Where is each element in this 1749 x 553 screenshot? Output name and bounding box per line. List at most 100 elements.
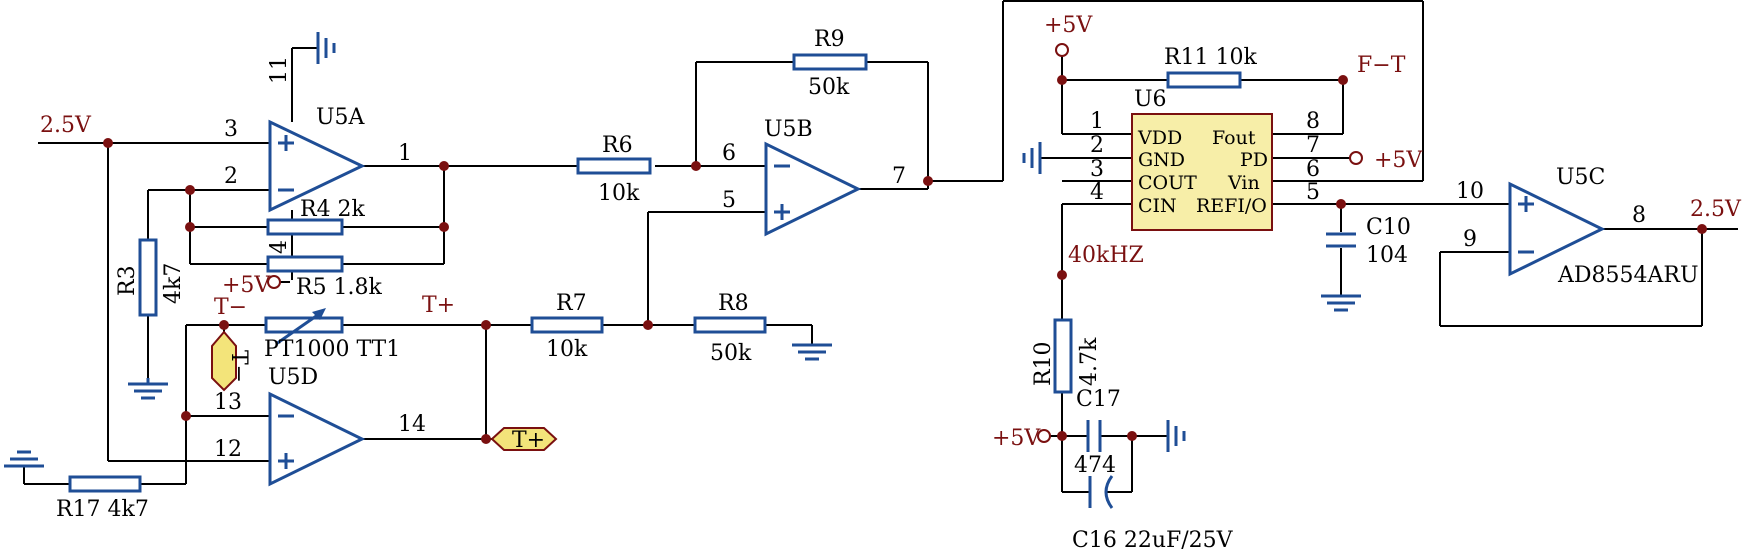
resistor-ref: R10	[1031, 341, 1056, 386]
resistor-ref: R9	[814, 27, 845, 52]
opamp-u5b	[764, 141, 862, 237]
resistor-ref: R6	[602, 133, 633, 158]
ic-u6-body	[1131, 113, 1273, 231]
net-label-5v-top: +5V	[1044, 13, 1093, 38]
power-terminal-icon	[1055, 43, 1069, 57]
net-label-t-minus: T−	[214, 295, 247, 320]
capacitor-c17	[1086, 420, 1102, 452]
capacitor-ref: C10	[1366, 215, 1411, 240]
junction-dot	[1057, 431, 1067, 441]
ic-pin-name: REFI/O	[1196, 195, 1267, 217]
capacitor-c16	[1088, 475, 1114, 509]
opamp-ref-u5c: U5C	[1556, 165, 1605, 190]
capacitor-value: 104	[1366, 243, 1408, 268]
capacitor-label: C16 22uF/25V	[1072, 528, 1234, 553]
ic-pin-number: 4	[1090, 180, 1104, 205]
net-flag-t-plus	[490, 427, 558, 451]
flag-text-t-plus: T+	[512, 428, 545, 453]
power-terminal-icon	[267, 275, 281, 289]
resistor-r9	[792, 53, 868, 71]
capacitor-ref: C17	[1076, 387, 1121, 412]
net-label-t-plus: T+	[422, 293, 455, 318]
junction-dot	[481, 434, 491, 444]
opamp-u5d	[268, 391, 366, 487]
ic-pin-name: CIN	[1138, 195, 1177, 217]
ic-pin-name: Vin	[1227, 172, 1260, 194]
labels: 2.5V 2.5V +5V +5V +5V +5V T− T+ F−T 40kH…	[40, 13, 1742, 553]
junction-dot	[185, 185, 195, 195]
junction-dot	[219, 320, 229, 330]
resistor-r8	[693, 316, 767, 334]
ground-icon	[4, 450, 44, 468]
junctions	[103, 75, 1707, 444]
resistor-value: 4k7	[161, 263, 186, 304]
flag-text-t-minus: T−	[226, 350, 251, 383]
resistor-label: R11 10k	[1164, 45, 1258, 70]
resistor-label: R4 2k	[300, 197, 366, 222]
ground-icon	[1166, 420, 1186, 452]
ground-icon	[1321, 294, 1361, 312]
net-label-5v-pd: +5V	[1374, 148, 1423, 173]
resistor-r17	[68, 475, 142, 493]
net-label-2v5-in: 2.5V	[40, 113, 92, 138]
power-terminal-icon	[1349, 151, 1363, 165]
junction-dot	[1057, 270, 1067, 280]
opamp-u5c	[1508, 181, 1606, 277]
net-label-40khz: 40kHZ	[1068, 243, 1144, 268]
pin-number: 6	[722, 141, 736, 166]
pin-number: 8	[1632, 203, 1646, 228]
pin-number: 3	[224, 117, 238, 142]
resistor-r6	[576, 157, 652, 175]
ic-pin-number: 3	[1090, 157, 1104, 182]
resistor-r7	[530, 316, 604, 334]
ground-icon	[1022, 142, 1042, 174]
wires	[23, 0, 1738, 493]
ic-pin-name: Fout	[1212, 127, 1256, 149]
pin-number: 2	[224, 164, 238, 189]
pin-number: 14	[398, 412, 426, 437]
ground-symbols	[4, 32, 1361, 468]
pin-number: 10	[1456, 179, 1484, 204]
junction-dot	[1336, 199, 1346, 209]
resistor-label: R17 4k7	[56, 497, 149, 522]
ground-icon	[316, 32, 336, 64]
junction-dot	[439, 222, 449, 232]
capacitor-value: 474	[1074, 453, 1116, 478]
resistor-r5	[266, 255, 344, 273]
net-label-2v5-out: 2.5V	[1690, 197, 1742, 222]
opamp-u5a	[268, 119, 366, 213]
junction-dot	[185, 222, 195, 232]
pin-number: 13	[214, 390, 242, 415]
power-terminals	[267, 43, 1363, 443]
junction-dot	[1057, 75, 1067, 85]
net-label-5v-c17: +5V	[992, 426, 1041, 451]
resistor-value: 10k	[546, 337, 588, 362]
resistor-value: 4.7k	[1077, 337, 1102, 386]
pin-number: 4	[267, 240, 292, 254]
junction-dot	[1338, 75, 1348, 85]
ground-icon	[792, 343, 832, 361]
resistor-value: 50k	[808, 75, 850, 100]
ic-pin-name: COUT	[1138, 172, 1197, 194]
ic-pin-number: 6	[1306, 157, 1320, 182]
ic-pin-name: PD	[1240, 149, 1268, 171]
resistor-ref: R3	[115, 265, 140, 296]
ic-pin-number: 5	[1306, 180, 1320, 205]
resistor-ref: R8	[718, 291, 749, 316]
ic-u6-left-pins: 1 VDD 2 GND 3 COUT 4 CIN	[1090, 109, 1197, 217]
junction-dot	[439, 161, 449, 171]
pin-number: 9	[1463, 227, 1477, 252]
pin-number: 11	[267, 56, 292, 84]
resistor-ref: R7	[556, 291, 587, 316]
opamp-ref-u5d: U5D	[268, 365, 318, 390]
resistor-r4	[266, 218, 344, 236]
pin-number: 5	[722, 188, 736, 213]
junction-dot	[1127, 431, 1137, 441]
opamp-ref-u5a: U5A	[316, 105, 366, 130]
resistor-label: R5 1.8k	[296, 275, 383, 300]
opamp-ref-u5b: U5B	[764, 117, 813, 142]
net-label-5v-u5: +5V	[222, 273, 271, 298]
net-flag-t-minus	[211, 330, 237, 392]
junction-dot	[923, 176, 933, 186]
